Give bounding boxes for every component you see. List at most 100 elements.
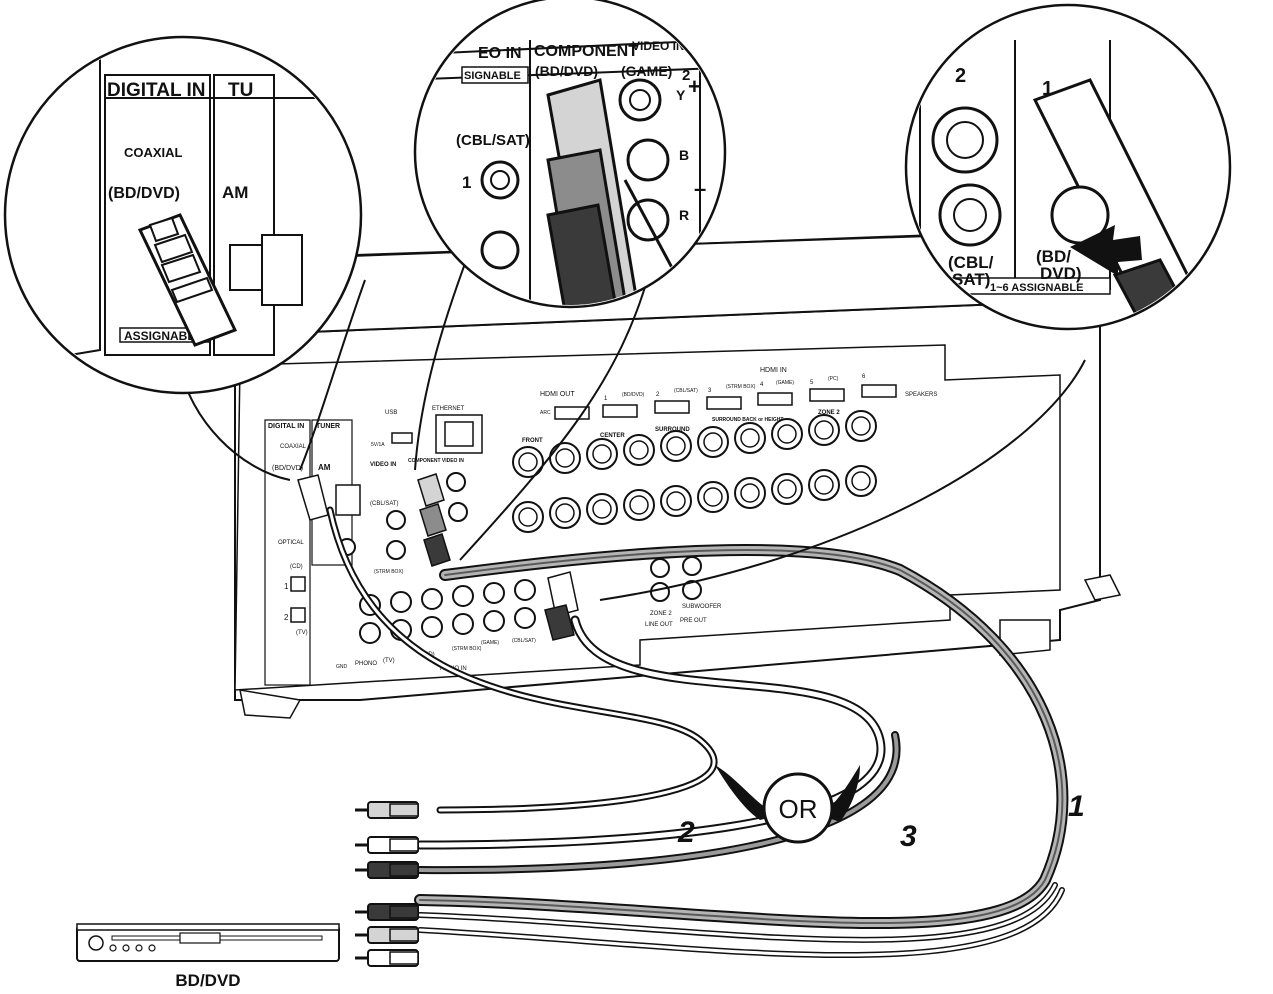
zone2-r-jack[interactable] [650, 582, 670, 602]
panel-coaxial-label: COAXIAL [280, 444, 307, 450]
speaker-terminal[interactable] [697, 481, 729, 513]
callout-y-label: Y [676, 87, 686, 103]
callout-cbl-sat: (CBL/SAT) [456, 132, 530, 149]
or-label: OR [779, 794, 818, 824]
optical-port-1[interactable] [290, 576, 306, 592]
panel-subwoofer-label: SUBWOOFER [682, 604, 722, 610]
audio-in-jack[interactable] [421, 588, 443, 610]
speaker-terminal[interactable] [586, 438, 618, 470]
am-antenna-terminal[interactable] [335, 484, 361, 516]
audio-in-jack[interactable] [483, 610, 505, 632]
audio-in-jack[interactable] [421, 616, 443, 638]
speaker-terminal[interactable] [549, 442, 581, 474]
subwoofer-1-jack[interactable] [682, 556, 702, 576]
speaker-terminal[interactable] [771, 473, 803, 505]
rca-plug [355, 903, 419, 921]
digital-in-block [264, 419, 311, 686]
svg-text:2: 2 [284, 613, 289, 622]
hdmi-in-6[interactable] [861, 384, 897, 398]
speaker-terminal[interactable] [771, 418, 803, 450]
zone2-l-jack[interactable] [650, 558, 670, 578]
cable-label-1: 1 [1068, 790, 1085, 823]
panel-cbl-sat-label: (CBL/SAT) [370, 501, 399, 507]
speaker-terminal[interactable] [512, 501, 544, 533]
callout-component: EO IN COMPONENT VIDEO IN SIGNABLE (BD/DV… [413, 0, 727, 309]
speaker-terminal[interactable] [845, 465, 877, 497]
rca-plug [355, 949, 419, 967]
hdmi-in-2[interactable] [654, 400, 690, 414]
callout-minus: – [694, 176, 706, 201]
speaker-terminal[interactable] [845, 410, 877, 442]
hdmi-label-cbl-sat: (CBL/SAT) [674, 388, 698, 394]
panel-pre-out-label: PRE OUT [680, 618, 707, 624]
audio-in-jack[interactable] [390, 591, 412, 613]
video-in-2-jack[interactable] [386, 540, 406, 560]
receiver-side-plugs [297, 473, 579, 641]
hdmi-out-port[interactable] [554, 406, 590, 420]
speaker-terminal[interactable] [734, 477, 766, 509]
callout-digital-in-header: DIGITAL IN [107, 80, 206, 101]
callout-am-label: AM [222, 183, 248, 202]
subwoofer-2-jack[interactable] [682, 580, 702, 600]
rca-plugs [355, 801, 419, 967]
rca-plug [355, 861, 419, 879]
bd-dvd-player: BD/DVD [76, 923, 340, 990]
panel-am-label: AM [318, 463, 331, 472]
power-button [88, 935, 104, 951]
speaker-terminal[interactable] [549, 497, 581, 529]
usb-port[interactable] [391, 432, 413, 444]
callout-tuner-partial: TU [228, 80, 253, 101]
hdmi-in-5[interactable] [809, 388, 845, 402]
cable-label-2: 2 [677, 816, 695, 849]
device-label: BD/DVD [175, 971, 240, 989]
speaker-terminal[interactable] [808, 414, 840, 446]
hdmi-label-bd-dvd: (BD/DVD) [622, 392, 645, 398]
audio-in-jack[interactable] [452, 613, 474, 635]
panel-usb-power: 5V/1A [371, 442, 385, 448]
callout-b-label: B [679, 147, 689, 163]
audio-label-tv: (TV) [383, 658, 395, 664]
hdmi-in-3[interactable] [706, 396, 742, 410]
speaker-terminal[interactable] [512, 446, 544, 478]
cable-labels: 1 2 3 OR [677, 765, 1085, 853]
rca-plug [355, 801, 419, 819]
callout-game-b-jack [626, 138, 670, 182]
audio-in-jack[interactable] [359, 622, 381, 644]
hdmi-in-4[interactable] [757, 392, 793, 406]
speaker-terminal[interactable] [623, 489, 655, 521]
component-game-y-jack[interactable] [446, 472, 466, 492]
optical-port-2[interactable] [290, 607, 306, 623]
hdmi-label-pc: (PC) [828, 376, 839, 382]
hdmi-label-5: 5 [810, 380, 814, 386]
component-game-b-jack[interactable] [448, 502, 468, 522]
svg-text:1: 1 [284, 582, 289, 591]
cables [326, 506, 1069, 959]
speaker-terminal[interactable] [697, 426, 729, 458]
speaker-terminals [512, 410, 877, 533]
disc-tray [179, 932, 221, 944]
callout-video-jack-2 [480, 230, 520, 270]
panel-hdmi-in-label: HDMI IN [760, 367, 787, 374]
audio-in-jack[interactable] [514, 579, 536, 601]
audio-in-jack[interactable] [514, 607, 536, 629]
hdmi-label-strm-box: (STRM BOX) [726, 384, 756, 390]
hdmi-in-ports [602, 384, 897, 418]
av-receiver: DIGITAL IN TUNER COAXIAL (BD/DVD) AM OPT… [203, 228, 1122, 719]
callout-hdmi-2: 2 [955, 65, 966, 87]
speaker-terminal[interactable] [660, 430, 692, 462]
ethernet-port[interactable] [444, 421, 474, 447]
video-in-1-jack[interactable] [386, 510, 406, 530]
audio-in-jack[interactable] [483, 582, 505, 604]
hdmi-in-1[interactable] [602, 404, 638, 418]
speaker-terminal[interactable] [808, 469, 840, 501]
hdmi-label-game: (GAME) [776, 380, 794, 386]
hdmi-label-1: 1 [604, 396, 608, 402]
speaker-terminal[interactable] [734, 422, 766, 454]
speaker-terminal[interactable] [623, 434, 655, 466]
speaker-terminal[interactable] [586, 493, 618, 525]
audio-in-jack[interactable] [452, 585, 474, 607]
panel-tuner-label: TUNER [316, 423, 340, 430]
callout-hdmi-1: 1 [1042, 78, 1053, 100]
callout-signable: SIGNABLE [464, 70, 521, 82]
speaker-terminal[interactable] [660, 485, 692, 517]
